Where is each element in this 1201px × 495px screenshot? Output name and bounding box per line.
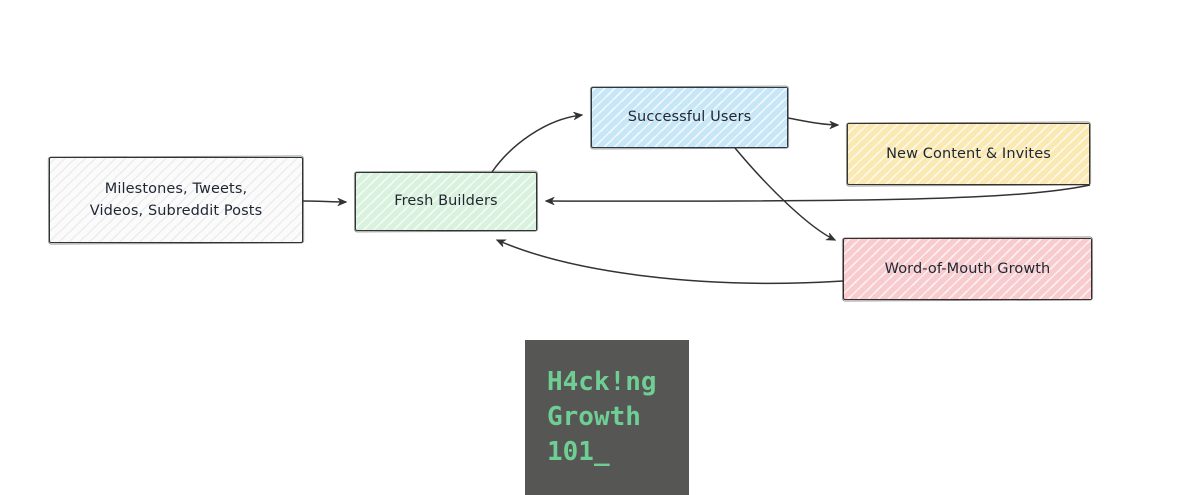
watermark-text: H4ck!ng Growth 101_: [547, 366, 657, 468]
edge-builders-to-successful: [491, 115, 582, 173]
node-word-of-mouth-growth[interactable]: Word-of-Mouth Growth: [843, 238, 1092, 300]
node-fresh-builders[interactable]: Fresh Builders: [355, 172, 537, 231]
node-label: Word-of-Mouth Growth: [884, 260, 1051, 277]
node-label: Fresh Builders: [394, 193, 498, 210]
node-label: Successful Users: [627, 109, 752, 126]
node-label: Milestones, Tweets, Videos, Subreddit Po…: [89, 180, 263, 219]
edge-successful-to-wom: [734, 147, 835, 241]
node-label: New Content & Invites: [886, 145, 1051, 162]
node-successful-users[interactable]: Successful Users: [591, 87, 788, 148]
node-new-content-and-invites[interactable]: New Content & Invites: [847, 123, 1090, 185]
edge-wom-to-builders: [497, 239, 844, 285]
edge-content-to-builders: [546, 184, 1091, 201]
edge-source-to-builders: [302, 201, 346, 202]
watermark-logo: H4ck!ng Growth 101_: [525, 340, 689, 495]
node-milestones-tweets-videos-subreddit-posts[interactable]: Milestones, Tweets, Videos, Subreddit Po…: [49, 157, 303, 243]
edge-successful-to-content: [787, 117, 838, 125]
